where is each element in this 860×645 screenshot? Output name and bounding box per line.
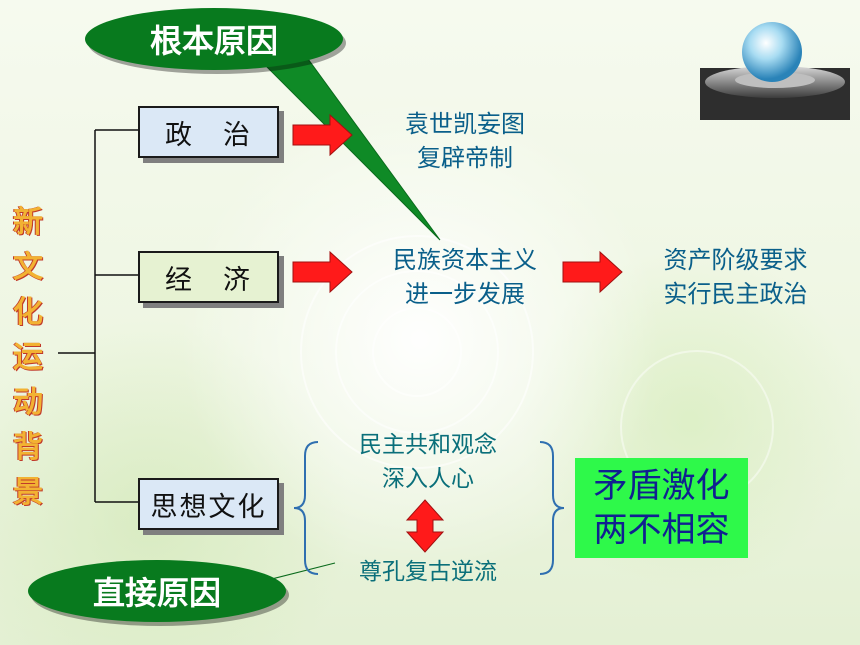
culture-new-ideas: 民主共和观念 深入人心 <box>320 428 536 496</box>
side-title-char: 运 <box>13 340 43 375</box>
double-arrow-icon <box>405 499 445 553</box>
economy-result-line: 进一步发展 <box>405 280 525 308</box>
decorative-ring <box>335 270 499 434</box>
politics-result: 袁世凯妄图 复辟帝制 <box>380 107 550 175</box>
economy-demand-line: 资产阶级要求 <box>663 246 808 274</box>
culture-new-line: 民主共和观念 <box>359 432 497 458</box>
direct-cause-callout: 直接原因 <box>28 560 286 622</box>
conflict-line: 两不相容 <box>593 510 730 550</box>
culture-box: 思想文化 <box>138 478 279 530</box>
right-brace <box>539 441 565 575</box>
side-title-char: 景 <box>13 475 43 510</box>
side-title: 新 文 化 运 动 背 景 <box>6 200 50 515</box>
root-cause-callout: 根本原因 <box>85 8 343 70</box>
politics-result-line: 复辟帝制 <box>417 144 513 172</box>
politics-box: 政 治 <box>138 106 279 158</box>
side-title-char: 新 <box>13 205 43 240</box>
economy-demand-line: 实行民主政治 <box>663 280 808 308</box>
left-brace <box>293 441 319 575</box>
economy-result: 民族资本主义 进一步发展 <box>370 243 560 311</box>
globe-logo <box>700 20 850 120</box>
arrow-right-icon <box>292 113 353 157</box>
conflict-box: 矛盾激化 两不相容 <box>575 458 748 558</box>
side-title-char: 文 <box>13 250 43 285</box>
economy-box: 经 济 <box>138 251 279 303</box>
politics-result-line: 袁世凯妄图 <box>405 110 525 138</box>
conflict-line: 矛盾激化 <box>593 466 730 506</box>
side-title-char: 动 <box>13 385 43 420</box>
culture-old-trend: 尊孔复古逆流 <box>359 559 497 585</box>
culture-new-line: 深入人心 <box>382 466 474 492</box>
economy-demand: 资产阶级要求 实行民主政治 <box>638 243 833 311</box>
side-title-char: 化 <box>13 295 43 330</box>
economy-result-line: 民族资本主义 <box>393 246 537 274</box>
arrow-right-icon <box>562 250 623 294</box>
decorative-ring <box>300 235 534 469</box>
arrow-right-icon <box>292 250 353 294</box>
decorative-ring <box>372 307 462 397</box>
side-title-char: 背 <box>13 430 43 465</box>
